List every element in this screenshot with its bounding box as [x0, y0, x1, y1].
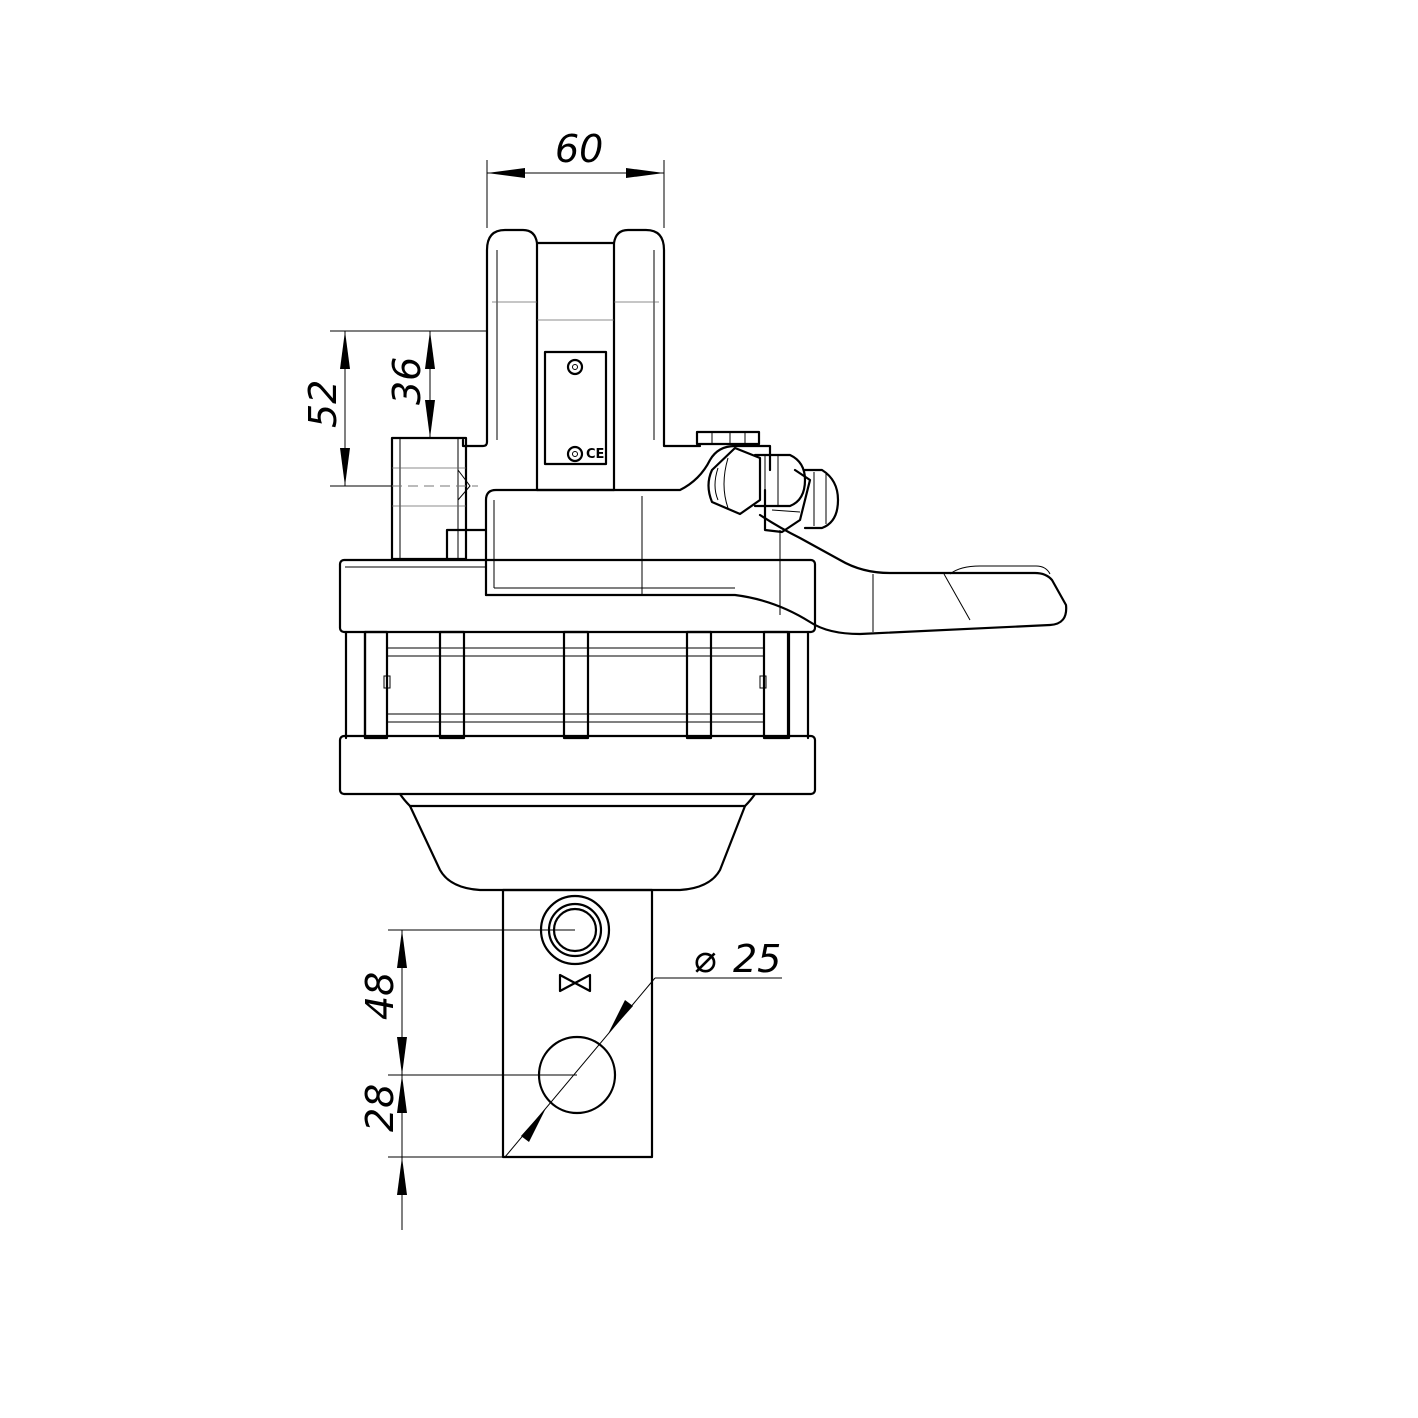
bottom-cone-housing — [398, 792, 757, 892]
dimension-shaft-48-28: 48 28 — [358, 929, 577, 1230]
name-plate — [543, 350, 608, 466]
dimension-label-60: 60 — [555, 127, 603, 171]
plate-screw-bottom — [566, 445, 584, 463]
dimension-label-48: 48 — [358, 972, 402, 1020]
dimension-label-36: 36 — [385, 357, 429, 405]
output-shaft — [501, 888, 654, 1159]
dimension-label-28: 28 — [358, 1084, 402, 1132]
top-clevis-bracket: CE — [461, 228, 702, 492]
ce-mark-icon: CE — [586, 447, 604, 462]
dimension-label-52: 52 — [301, 380, 345, 428]
diameter-symbol: ⌀ — [693, 937, 716, 981]
dimension-height-52-36: 52 36 — [301, 330, 487, 487]
hydraulic-connectors — [695, 430, 840, 534]
left-hydraulic-fitting — [360, 436, 487, 561]
lower-flange — [338, 734, 817, 796]
plate-screw-top — [566, 358, 584, 376]
bowtie-valve-icon — [558, 973, 577, 993]
motor-cage — [344, 630, 810, 740]
dimension-width-60: 60 — [486, 127, 665, 228]
dimension-label-25: 25 — [733, 937, 781, 981]
dimension-diameter-25: ⌀ 25 — [504, 937, 782, 1158]
upper-housing-arm — [484, 444, 1068, 636]
